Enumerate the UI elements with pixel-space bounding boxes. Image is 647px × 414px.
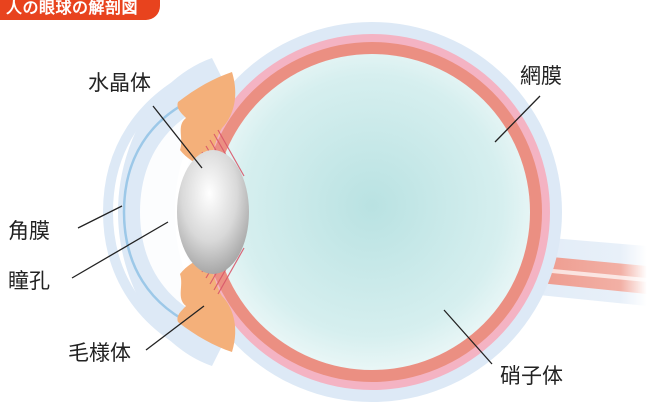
label-retina: 網膜 (520, 64, 562, 88)
lens (177, 150, 249, 274)
ciliary-body-bottom (177, 256, 236, 352)
cornea-leader (77, 205, 123, 229)
label-vitreous-body: 硝子体 (500, 364, 563, 388)
label-ciliary-body: 毛様体 (68, 341, 131, 365)
diagram-title: 人の眼球の解剖図 (0, 0, 161, 20)
vitreous-leader (443, 309, 493, 365)
label-lens: 水晶体 (88, 71, 151, 95)
ciliary-body-top (177, 72, 236, 168)
label-pupil: 瞳孔 (8, 269, 50, 293)
label-cornea: 角膜 (8, 219, 50, 243)
cornea (102, 65, 207, 359)
lens-leader (152, 105, 203, 169)
ciliary-leader (145, 305, 205, 351)
retina-leader (494, 95, 541, 143)
pupil-leader (71, 221, 169, 279)
vitreous-body (214, 54, 530, 370)
